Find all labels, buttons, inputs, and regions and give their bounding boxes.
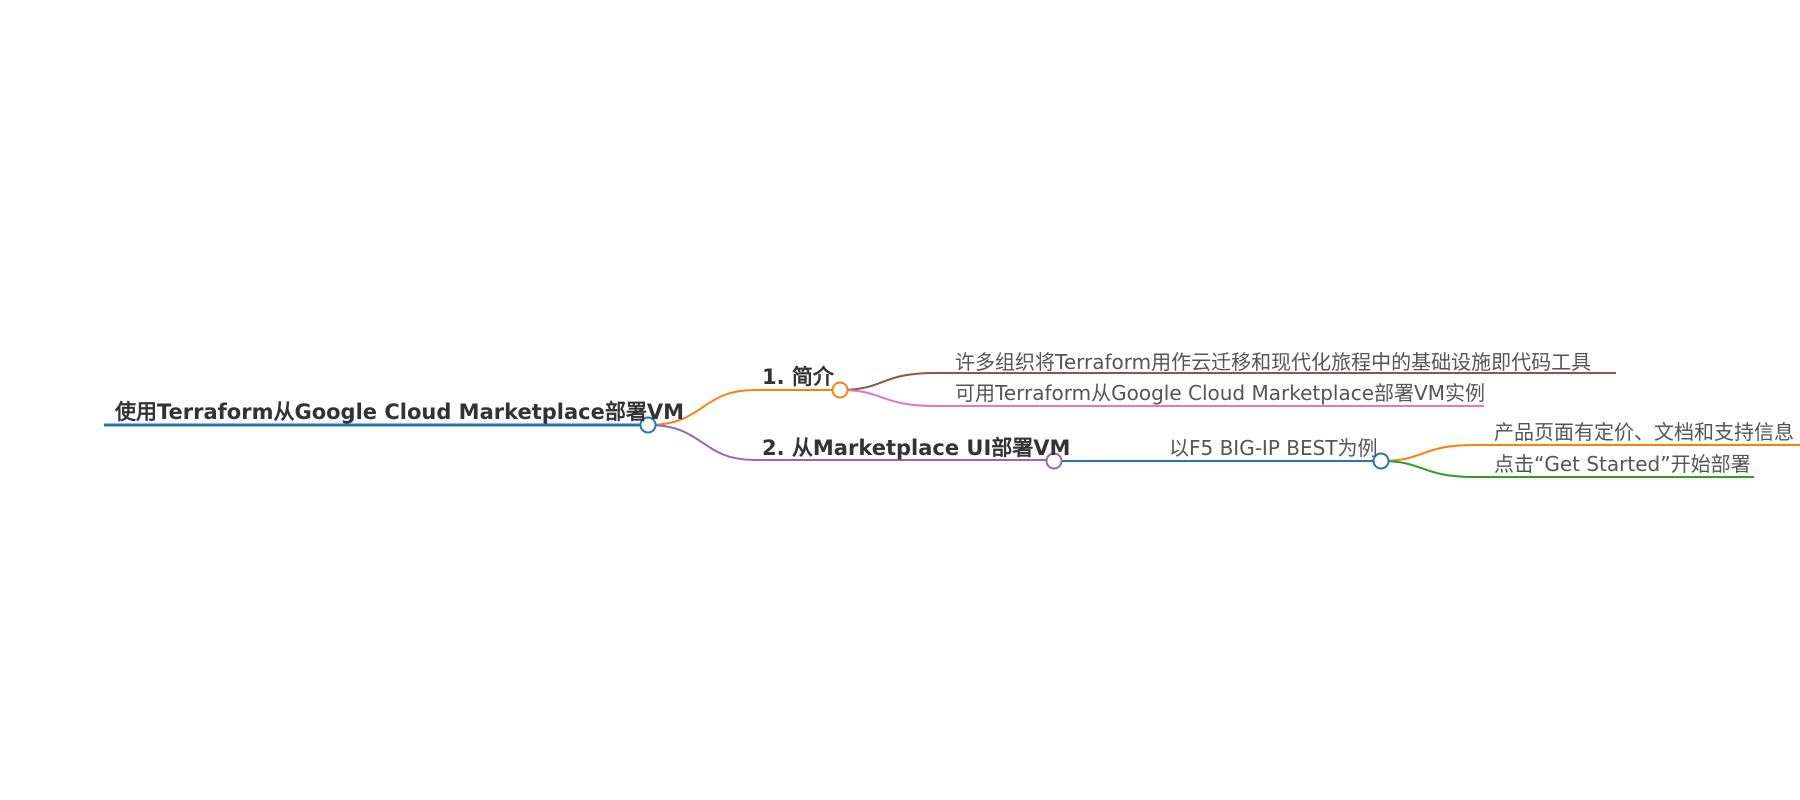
example-leaf-2-label[interactable]: 点击“Get Started”开始部署 [1494, 452, 1751, 476]
intro-leaf-1-label[interactable]: 许多组织将Terraform用作云迁移和现代化旅程中的基础设施即代码工具 [955, 350, 1592, 374]
edge-intro-to-leaf-2 [839, 389, 1484, 407]
edge-example-to-leaf-1 [1380, 444, 1800, 462]
intro-leaf-2-label[interactable]: 可用Terraform从Google Cloud Marketplace部署VM… [955, 381, 1485, 405]
example-leaf-1-label[interactable]: 产品页面有定价、文档和支持信息 [1494, 420, 1794, 444]
branch-deploy-label[interactable]: 2. 从Marketplace UI部署VM [762, 436, 1071, 460]
example-collapse-toggle[interactable] [1372, 452, 1390, 470]
root-collapse-toggle[interactable] [639, 416, 657, 434]
edge-intro-to-leaf-1 [839, 372, 1616, 391]
edge-example-to-leaf-2 [1380, 460, 1754, 478]
edge-root-to-intro [647, 389, 840, 426]
deploy-collapse-toggle[interactable] [1045, 452, 1063, 470]
root-node-label[interactable]: 使用Terraform从Google Cloud Marketplace部署VM [115, 400, 685, 424]
edge-root-to-deploy [647, 424, 1054, 461]
example-node-label[interactable]: 以F5 BIG-IP BEST为例 [1169, 436, 1378, 460]
branch-intro-label[interactable]: 1. 简介 [762, 365, 834, 389]
intro-collapse-toggle[interactable] [831, 381, 849, 399]
